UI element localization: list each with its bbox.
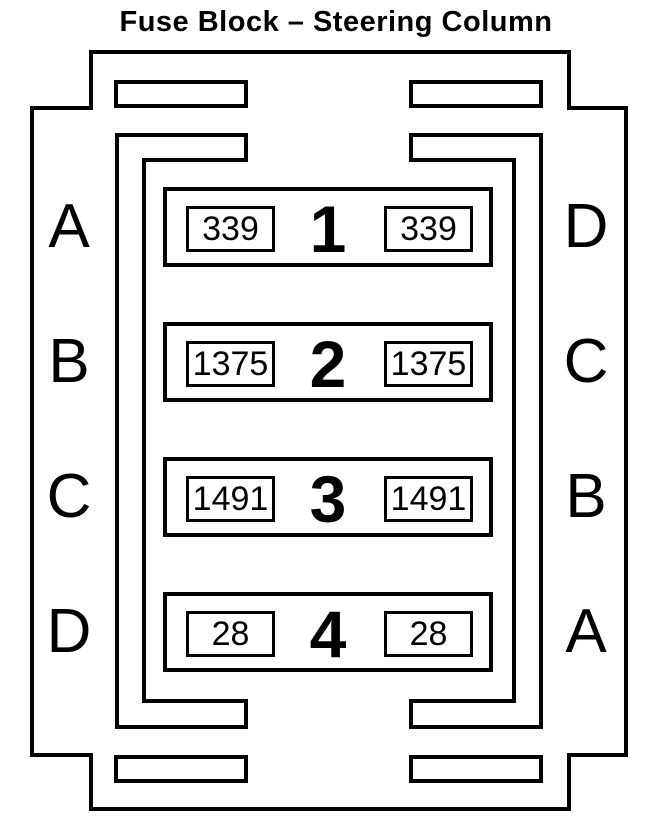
- fuse-row-2: 2 1375 1375: [163, 322, 493, 402]
- fuse-row-1: 1 339 339: [163, 187, 493, 267]
- circuit-number: 1375: [192, 344, 269, 383]
- circuit-number-box: 339: [186, 206, 275, 252]
- right-pin-label-1: D: [563, 192, 609, 261]
- fuse-row-3: 3 1491 1491: [163, 457, 493, 537]
- mounting-slot-top-left: [114, 80, 248, 108]
- circuit-number-box: 1491: [384, 476, 473, 522]
- left-pin-label-4: D: [46, 597, 92, 666]
- circuit-number: 1491: [390, 479, 467, 518]
- mounting-slot-top-right: [409, 80, 543, 108]
- circuit-number: 1491: [192, 479, 269, 518]
- circuit-number-box: 1491: [186, 476, 275, 522]
- right-pin-label-2: C: [563, 327, 609, 396]
- fuse-row-4: 4 28 28: [163, 592, 493, 672]
- right-pin-label-4: A: [565, 597, 607, 666]
- row-position-number: 3: [309, 462, 347, 536]
- row-position-number: 4: [309, 597, 347, 671]
- mounting-slot-bottom-left: [114, 755, 248, 783]
- circuit-number: 339: [202, 209, 259, 248]
- right-pin-label-3: B: [565, 462, 607, 531]
- circuit-number-box: 28: [186, 611, 275, 657]
- inner-bracket-left: [115, 133, 248, 729]
- inner-bracket-right: [409, 133, 543, 729]
- row-position-number: 2: [309, 327, 347, 401]
- circuit-number-box: 1375: [186, 341, 275, 387]
- circuit-number-box: 1375: [384, 341, 473, 387]
- row-position-number: 1: [309, 192, 347, 266]
- circuit-number-box: 339: [384, 206, 473, 252]
- left-pin-label-2: B: [48, 327, 90, 396]
- mounting-slot-bottom-right: [409, 755, 543, 783]
- circuit-number-box: 28: [384, 611, 473, 657]
- outer-housing-outline: [30, 50, 628, 811]
- left-pin-label-3: C: [46, 462, 92, 531]
- circuit-number: 1375: [390, 344, 467, 383]
- page-title: Fuse Block – Steering Column: [119, 6, 553, 38]
- left-pin-label-1: A: [48, 192, 90, 261]
- circuit-number: 28: [211, 614, 250, 653]
- circuit-number: 28: [409, 614, 448, 653]
- circuit-number: 339: [400, 209, 457, 248]
